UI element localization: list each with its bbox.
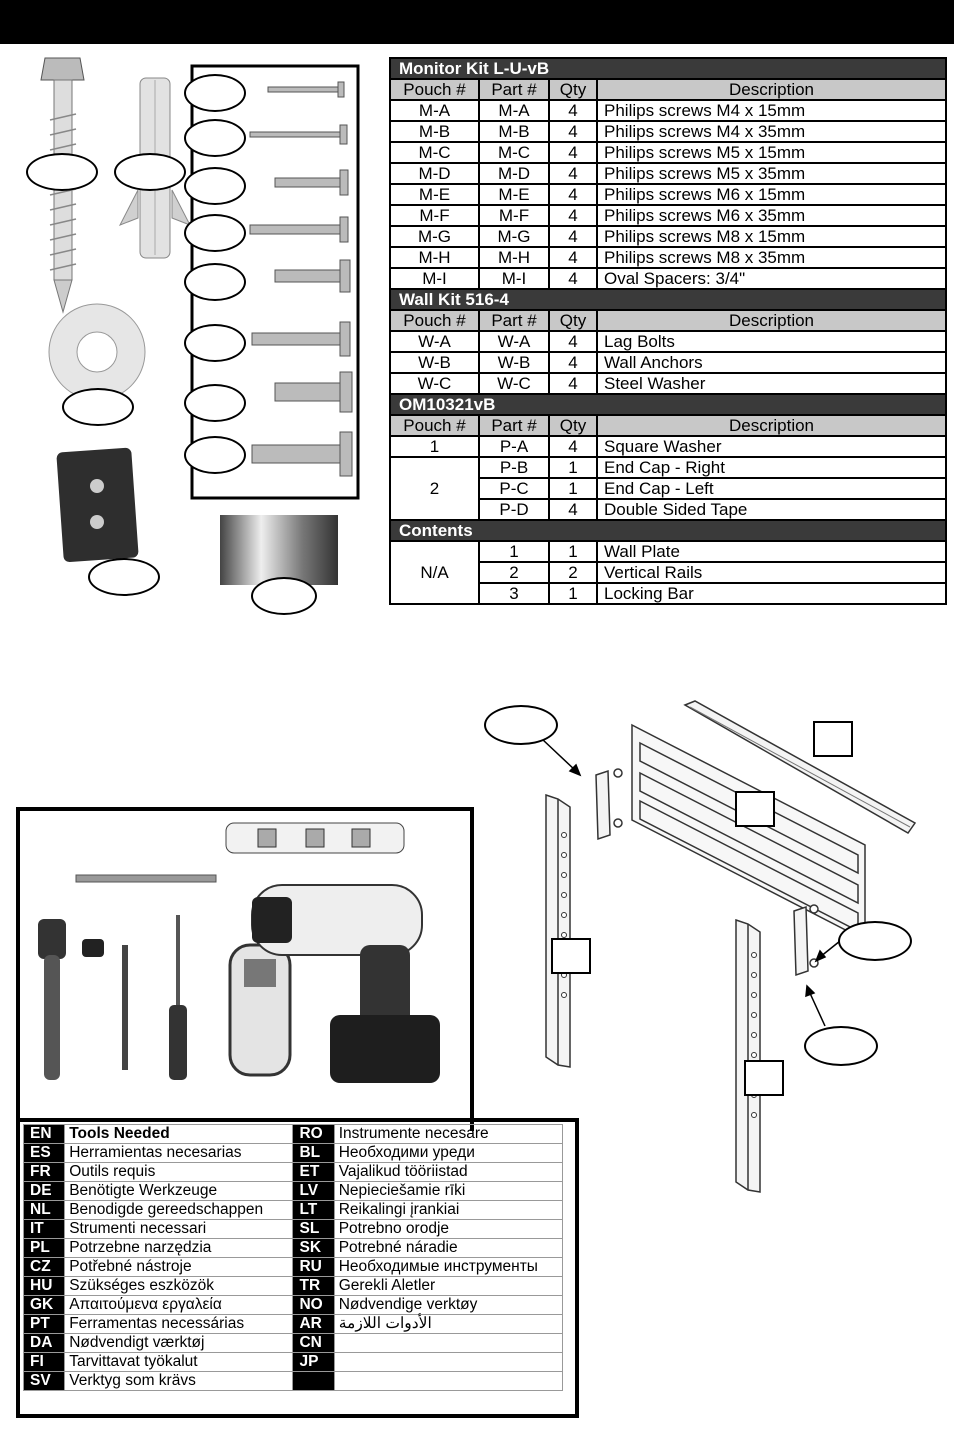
callout-oval bbox=[114, 153, 186, 191]
end-cap-left-image bbox=[595, 768, 623, 841]
callout-oval bbox=[251, 577, 317, 615]
callout-oval bbox=[184, 119, 246, 157]
callout-oval bbox=[184, 263, 246, 301]
vertical-rail-right-image bbox=[735, 918, 761, 1193]
steel-washer-image bbox=[48, 303, 146, 401]
tools-photo-frame bbox=[16, 807, 474, 1131]
callout-oval bbox=[838, 921, 912, 961]
callout-oval bbox=[184, 384, 246, 422]
callout-oval bbox=[184, 214, 246, 252]
table-header: Pouch # Part # Qty Description bbox=[389, 414, 947, 437]
drill-bit-extension-image bbox=[122, 945, 128, 1070]
wall-plate-image bbox=[631, 723, 866, 942]
callout-oval bbox=[26, 153, 98, 191]
end-cap-right-image bbox=[793, 904, 819, 977]
stud-finder-image bbox=[228, 943, 292, 1077]
om-kit-title: OM10321vB bbox=[389, 393, 947, 416]
ratchet-image bbox=[38, 919, 104, 1080]
screwdriver-image bbox=[169, 915, 187, 1080]
callout-oval bbox=[184, 74, 246, 112]
contents-title: Contents bbox=[389, 519, 947, 542]
parts-table: Monitor Kit L-U-vB Pouch # Part # Qty De… bbox=[389, 57, 947, 605]
callout-oval bbox=[484, 705, 558, 745]
callout-oval bbox=[88, 558, 160, 596]
cordless-drill-image bbox=[251, 884, 440, 1083]
hardware-illustration bbox=[40, 57, 360, 585]
locking-bar-image bbox=[683, 700, 917, 834]
screw-images bbox=[249, 81, 353, 477]
callout-oval bbox=[804, 1026, 878, 1066]
tools-photo bbox=[38, 822, 440, 1083]
oval-spacer-image bbox=[220, 515, 338, 585]
callout-oval bbox=[62, 388, 134, 426]
header-bar bbox=[0, 0, 954, 44]
callout-box bbox=[735, 791, 775, 827]
callout-oval bbox=[184, 436, 246, 474]
mount-assembly-illustration bbox=[541, 700, 917, 1193]
table-header: Pouch # Part # Qty Description bbox=[389, 78, 947, 101]
square-washer-image bbox=[56, 447, 139, 563]
table-header: Pouch # Part # Qty Description bbox=[389, 309, 947, 332]
wall-kit-title: Wall Kit 516-4 bbox=[389, 288, 947, 311]
level-image bbox=[225, 822, 405, 854]
callout-oval bbox=[184, 324, 246, 362]
tools-needed-frame bbox=[16, 1118, 579, 1418]
arrow-icon bbox=[541, 738, 841, 1027]
drill-bit-image bbox=[75, 874, 217, 883]
callout-box bbox=[551, 938, 591, 974]
monitor-kit-title: Monitor Kit L-U-vB bbox=[389, 57, 947, 80]
callout-box bbox=[813, 721, 853, 757]
vertical-rail-left-image bbox=[545, 793, 571, 1068]
callout-box bbox=[744, 1060, 784, 1096]
callout-oval bbox=[184, 167, 246, 205]
